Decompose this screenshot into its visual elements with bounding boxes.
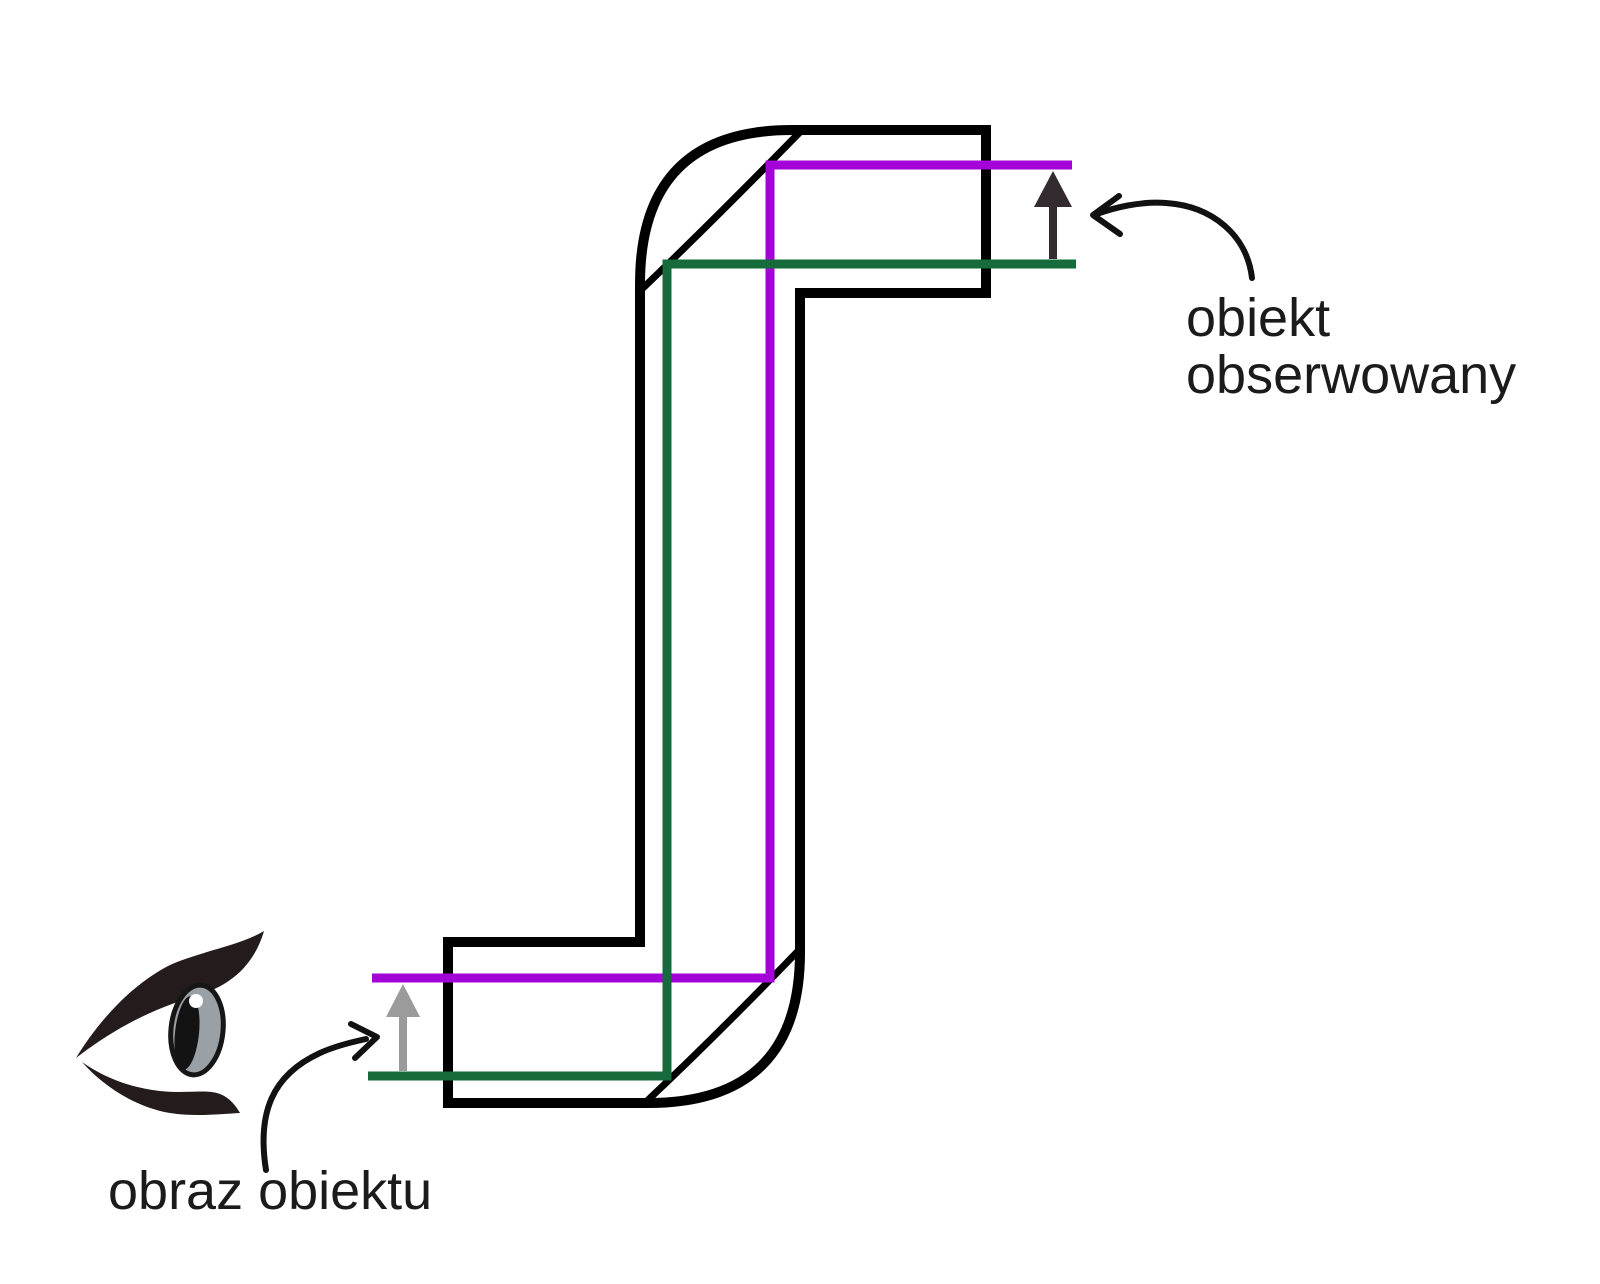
eye-highlight [189, 994, 203, 1008]
object-arrow-head [1034, 171, 1072, 207]
label-arrow-top-head [1090, 193, 1123, 237]
observed-object-label: obiekt obserwowany [1186, 288, 1517, 405]
top-mirror [638, 128, 804, 293]
eye-icon [76, 931, 264, 1116]
eye-lower-lid [82, 1062, 240, 1116]
purple-ray [372, 160, 1072, 983]
object-image-label: obraz obiektu [108, 1161, 433, 1221]
label-arrow-bottom [260, 1036, 369, 1173]
eye-pupil [174, 996, 200, 1070]
image-arrow-head [386, 984, 420, 1017]
green-ray [368, 259, 1076, 1081]
label-arrow-bottom-head [348, 1021, 380, 1061]
bottom-mirror [644, 946, 803, 1104]
label-arrow-top [1094, 199, 1255, 281]
periscope-tube-outline [443, 125, 991, 1108]
eye-upper-lash [76, 931, 264, 1058]
